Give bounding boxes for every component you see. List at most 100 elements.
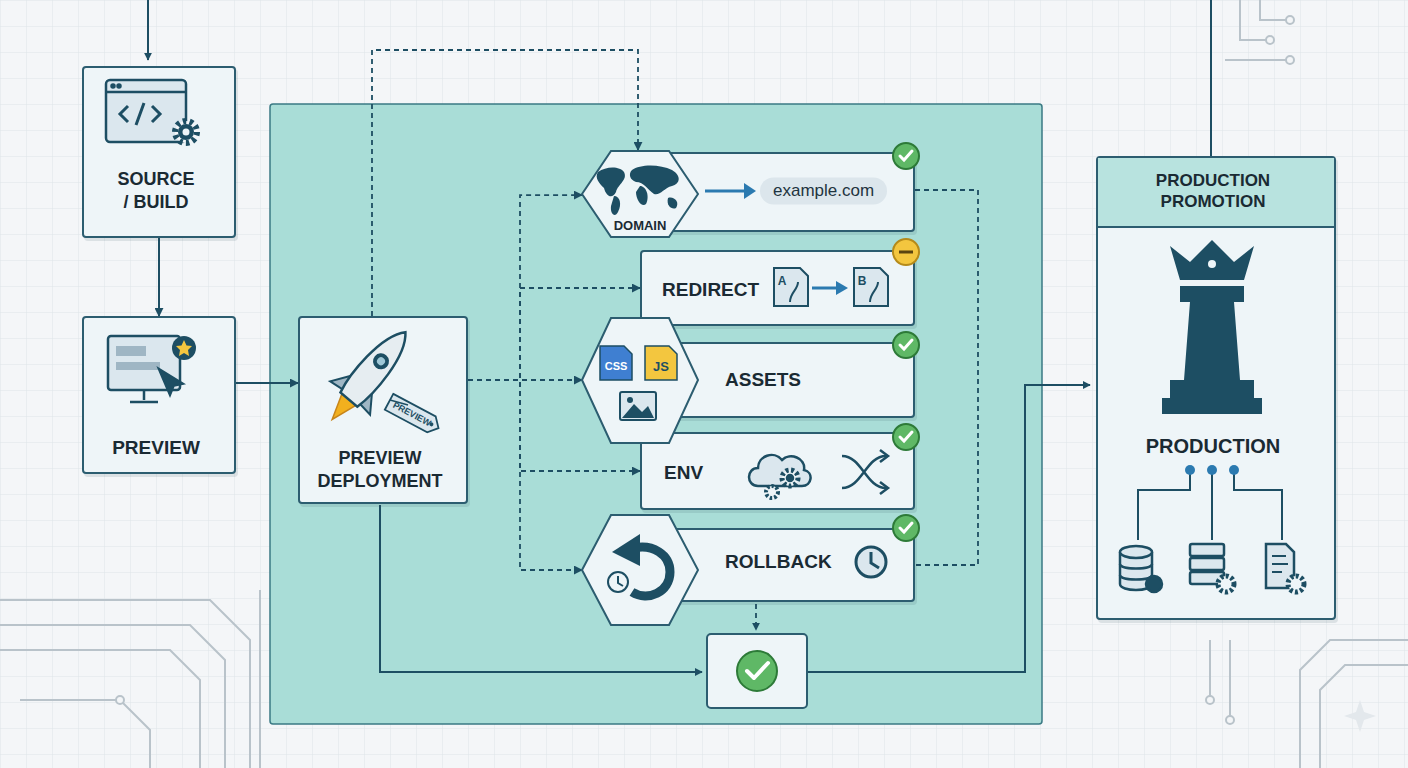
source-icon-part	[175, 121, 197, 143]
production-icons-part	[1138, 470, 1282, 540]
production-icons-part-part	[1266, 544, 1294, 588]
production-icons-part-part	[1288, 576, 1304, 592]
circuit-traces-part	[1229, 640, 1231, 720]
production-box: PRODUCTION PROMOTION PRODUCTION	[1096, 156, 1336, 620]
check-card: ENV	[640, 432, 915, 510]
production-icons-part	[1170, 240, 1254, 280]
node-label: ROLLBACK	[725, 550, 832, 574]
redirect-icon-part	[870, 282, 878, 302]
preview-tag	[385, 394, 443, 436]
redirect-icon-part	[790, 282, 798, 302]
circuit-traces-part	[1209, 640, 1211, 700]
env-icons-part	[842, 456, 886, 488]
rollback-icon-part	[608, 572, 628, 592]
production-icons-part	[1208, 260, 1216, 268]
source-icon-part	[178, 124, 194, 140]
env-icons-part	[749, 455, 811, 486]
assets-icons-part	[600, 346, 632, 380]
globe-icon-part	[630, 166, 679, 195]
rollback-icon-part	[632, 547, 670, 596]
status-icons-part	[893, 424, 919, 450]
env-icons-part	[782, 470, 798, 486]
check-card: DOMAINexample.com	[582, 150, 915, 240]
redirect-icon-part	[854, 268, 888, 306]
hexagon-badges-part	[582, 515, 698, 625]
dashed-line	[755, 604, 757, 630]
source-icon	[106, 80, 197, 143]
check-card: REDIRECT	[640, 250, 915, 326]
dashed-arrow	[372, 50, 638, 316]
icon-label: JS	[653, 359, 669, 374]
source-icon-part	[183, 129, 190, 136]
circuit-traces-part-part	[116, 696, 124, 704]
url-pill: example.com	[760, 177, 887, 204]
preview-icon-part	[116, 346, 146, 356]
dashed-arrow	[468, 379, 582, 381]
assets-icons	[600, 346, 677, 420]
circuit-traces-part-part	[1286, 56, 1294, 64]
check-mark	[747, 663, 768, 678]
redirect-icon	[774, 268, 888, 306]
dashed-arrow	[468, 288, 640, 380]
source-icon-part	[120, 103, 160, 125]
status-icons-part	[893, 239, 919, 265]
circuit-traces-part	[0, 650, 200, 768]
check-card: ROLLBACK	[582, 515, 915, 625]
status-icons-part	[899, 251, 913, 254]
hexagon-badges-part	[582, 151, 698, 237]
status-icons-part	[893, 143, 919, 169]
node-label: PREVIEW DEPLOYMENT	[300, 447, 460, 492]
preview-icon	[108, 336, 196, 402]
node-label: PRODUCTION PROMOTION	[1098, 170, 1328, 213]
icon-label: A	[778, 274, 787, 288]
deployment-panel	[270, 104, 1042, 724]
rollback-icon-part	[618, 576, 623, 586]
dashed-arrow	[468, 380, 582, 570]
preview-icon-part	[116, 362, 160, 370]
source-icon-part	[106, 80, 186, 142]
node-label: PRODUCTION	[1098, 434, 1328, 459]
status-icons-part	[893, 332, 919, 358]
status-icons-part-part	[900, 432, 912, 441]
check-card: ASSETS	[582, 318, 915, 443]
preview-icon-part	[158, 368, 184, 396]
input-line	[147, 0, 149, 60]
production-icons-part	[1185, 465, 1195, 475]
production-icons	[1120, 240, 1304, 592]
rocket-icon-part	[325, 394, 356, 425]
icon-label: PREVIEW	[391, 400, 432, 428]
node-label: ENV	[664, 461, 703, 485]
output-line	[1210, 0, 1212, 156]
icon-label: B	[858, 274, 867, 288]
rollback-icon	[608, 534, 886, 596]
assets-icons-part	[645, 346, 677, 380]
status-icons-part-part	[900, 151, 912, 160]
hexagon-badges	[582, 151, 698, 625]
node-label: SOURCE / BUILD	[84, 168, 228, 213]
sparkle	[1344, 700, 1376, 732]
hexagon-badges-part	[582, 318, 698, 443]
circuit-traces-part	[1225, 59, 1290, 61]
node-label: PREVIEW	[84, 436, 228, 460]
globe-icon-part	[668, 198, 678, 209]
circuit-traces-part	[1320, 665, 1408, 768]
assets-icons-part	[622, 404, 654, 418]
source-icon-part	[118, 85, 121, 88]
assets-icons-part	[627, 397, 633, 403]
process-box: PREVIEW	[82, 316, 236, 474]
globe-icon-part	[597, 168, 625, 197]
rocket-icon-part	[358, 389, 383, 415]
process-box: PREVIEW DEPLOYMENT	[298, 316, 468, 504]
production-icons-part	[1120, 544, 1304, 592]
process-box: SOURCE / BUILD	[82, 66, 236, 238]
status-icons-part	[900, 151, 912, 532]
production-icons-part-part	[1272, 556, 1288, 572]
status-icons-part-part	[900, 340, 912, 349]
rocket-icon-part	[338, 323, 416, 409]
env-icons	[749, 450, 888, 498]
production-icons-part-part	[1190, 544, 1224, 556]
rocket-icon-part	[370, 350, 393, 373]
preview-icon-part	[130, 390, 158, 402]
rollback-icon-part	[612, 534, 640, 566]
